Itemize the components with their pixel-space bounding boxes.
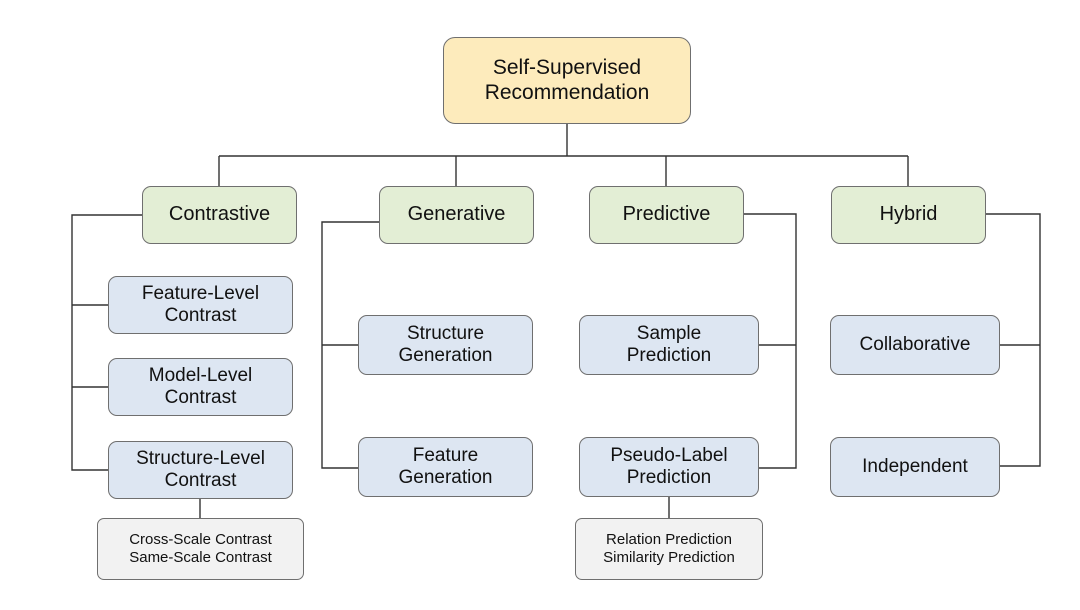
category-hybrid: Hybrid xyxy=(831,186,986,244)
root-label: Self-Supervised Recommendation xyxy=(484,55,650,104)
subcategory-feature-generation: Feature Generation xyxy=(358,437,533,497)
category-label: Contrastive xyxy=(168,203,271,226)
detail-structure-level-contrast: Cross-Scale Contrast Same-Scale Contrast xyxy=(97,518,304,580)
subcategory-structure-level-contrast: Structure-Level Contrast xyxy=(108,441,293,499)
connector-line-6 xyxy=(71,214,142,471)
detail-pseudo-label-prediction: Relation Prediction Similarity Predictio… xyxy=(575,518,763,580)
subcategory-label: Structure Generation xyxy=(398,322,493,366)
subcategory-label: Collaborative xyxy=(859,333,971,355)
category-contrastive: Contrastive xyxy=(142,186,297,244)
subcategory-collaborative: Collaborative xyxy=(830,315,1000,375)
subcategory-label: Structure-Level Contrast xyxy=(136,447,265,491)
subcategory-label: Feature Generation xyxy=(398,444,493,488)
subcategory-structure-generation: Structure Generation xyxy=(358,315,533,375)
subcategory-label: Model-Level Contrast xyxy=(148,364,253,408)
subcategory-label: Sample Prediction xyxy=(626,322,712,366)
subcategory-label: Feature-Level Contrast xyxy=(141,282,260,326)
category-label: Predictive xyxy=(622,203,711,226)
subcategory-sample-prediction: Sample Prediction xyxy=(579,315,759,375)
category-generative: Generative xyxy=(379,186,534,244)
category-label: Hybrid xyxy=(879,203,938,226)
subcategory-pseudo-label-prediction: Pseudo-Label Prediction xyxy=(579,437,759,497)
category-label: Generative xyxy=(407,203,506,226)
subcategory-independent: Independent xyxy=(830,437,1000,497)
connector-line-12 xyxy=(744,213,797,469)
subcategory-label: Independent xyxy=(862,455,968,477)
subcategory-feature-level-contrast: Feature-Level Contrast xyxy=(108,276,293,334)
detail-label: Relation Prediction Similarity Predictio… xyxy=(603,531,735,566)
root-node: Self-Supervised Recommendation xyxy=(443,37,691,124)
connector-line-15 xyxy=(986,213,1041,467)
detail-label: Cross-Scale Contrast Same-Scale Contrast xyxy=(129,531,272,566)
category-predictive: Predictive xyxy=(589,186,744,244)
subcategory-model-level-contrast: Model-Level Contrast xyxy=(108,358,293,416)
subcategory-label: Pseudo-Label Prediction xyxy=(610,444,728,488)
